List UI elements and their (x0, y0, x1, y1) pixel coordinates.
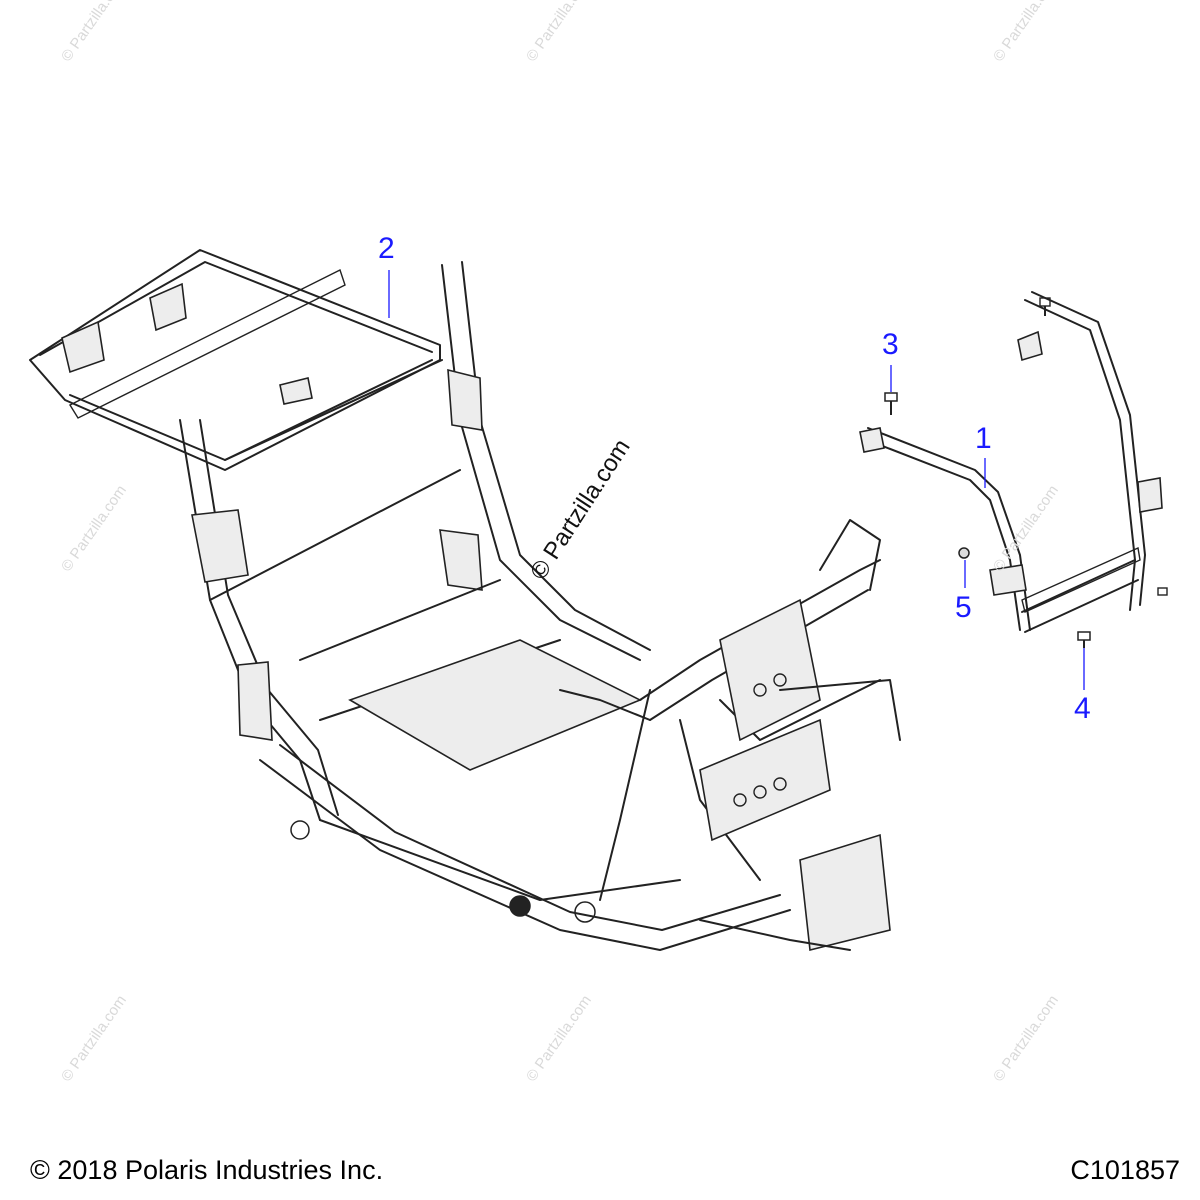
part-1-front-brace (859, 291, 1163, 633)
callout-2: 2 (378, 232, 395, 265)
callout-4: 4 (1074, 692, 1091, 725)
part-5-nut (958, 547, 970, 559)
callout-5: 5 (955, 591, 972, 624)
part-4-bolt (1077, 631, 1091, 648)
callout-1: 1 (975, 422, 992, 455)
fastener-small (1039, 297, 1168, 596)
frame-main-assembly (29, 249, 901, 951)
copyright-text: © 2018 Polaris Industries Inc. (30, 1155, 384, 1185)
callout-3: 3 (882, 328, 899, 361)
figure-id: C101857 (1070, 1155, 1180, 1185)
part-3-bolt (884, 392, 898, 415)
callout-leaders (388, 270, 1085, 690)
